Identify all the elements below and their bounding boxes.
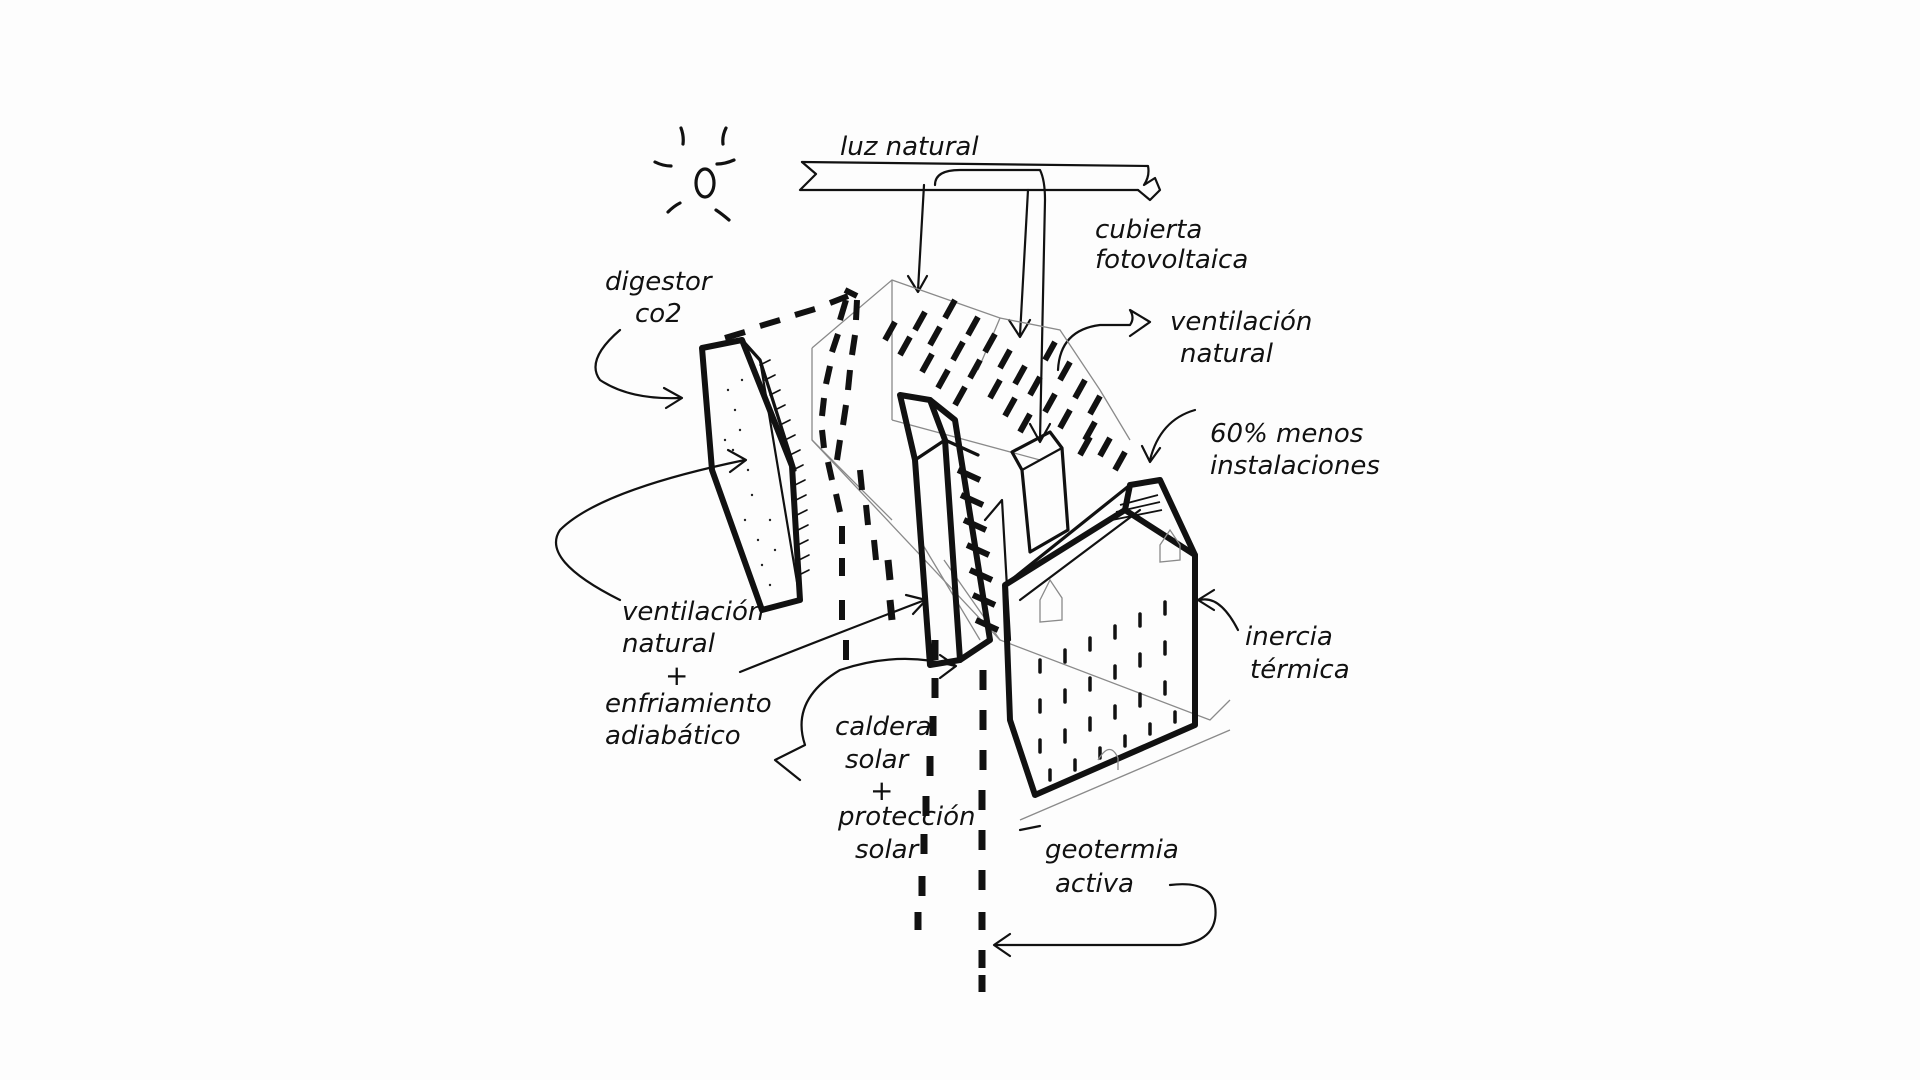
label-caldera-1: caldera xyxy=(835,712,932,742)
digestor-arrow xyxy=(594,328,684,410)
inercia-arrow xyxy=(1196,588,1240,632)
label-cubierta-1: cubierta xyxy=(1095,215,1202,245)
label-enfriamiento-2: adiabático xyxy=(605,721,741,751)
label-inercia-2: térmica xyxy=(1250,655,1350,685)
label-geotermia-1: geotermia xyxy=(1045,835,1179,865)
label-luz-natural: luz natural xyxy=(840,132,979,162)
label-geotermia-2: activa xyxy=(1055,869,1134,899)
dashed-frame xyxy=(724,287,879,660)
light-arrows xyxy=(906,168,1052,444)
geotermia-arrow xyxy=(992,883,1217,958)
roof-hatching xyxy=(882,298,1128,472)
label-plus-2: + xyxy=(870,774,893,807)
main-building xyxy=(1002,477,1198,798)
label-plus-1: + xyxy=(665,659,688,692)
luz-natural-banner xyxy=(798,160,1162,202)
label-ventilacion-top-2: natural xyxy=(1180,339,1274,369)
ventilacion-arrow xyxy=(554,448,748,602)
menos-arrow xyxy=(1140,408,1197,464)
chimney-box xyxy=(1010,430,1070,554)
ventilacion-top-arrow xyxy=(1056,308,1152,372)
label-digestor-2: co2 xyxy=(635,299,682,329)
label-menos-1: 60% menos xyxy=(1210,419,1363,449)
label-caldera-2: solar xyxy=(845,745,911,775)
label-ventilacion-2: natural xyxy=(622,629,716,659)
solar-tower xyxy=(897,392,1012,668)
label-inercia-1: inercia xyxy=(1245,622,1333,652)
label-enfriamiento-1: enfriamiento xyxy=(605,689,772,719)
sun-icon xyxy=(653,126,736,222)
caldera-arrow xyxy=(773,653,958,782)
ground-line xyxy=(1018,729,1231,832)
label-menos-2: instalaciones xyxy=(1210,451,1380,481)
label-cubierta-2: fotovoltaica xyxy=(1095,245,1248,275)
digestor-panel xyxy=(699,337,810,613)
label-proteccion-1: protección xyxy=(837,802,976,832)
label-proteccion-2: solar xyxy=(855,835,921,865)
label-ventilacion-1: ventilación xyxy=(622,597,764,627)
label-digestor-1: digestor xyxy=(605,267,714,297)
dashed-shafts xyxy=(884,559,987,992)
label-ventilacion-top-1: ventilación xyxy=(1170,307,1312,337)
